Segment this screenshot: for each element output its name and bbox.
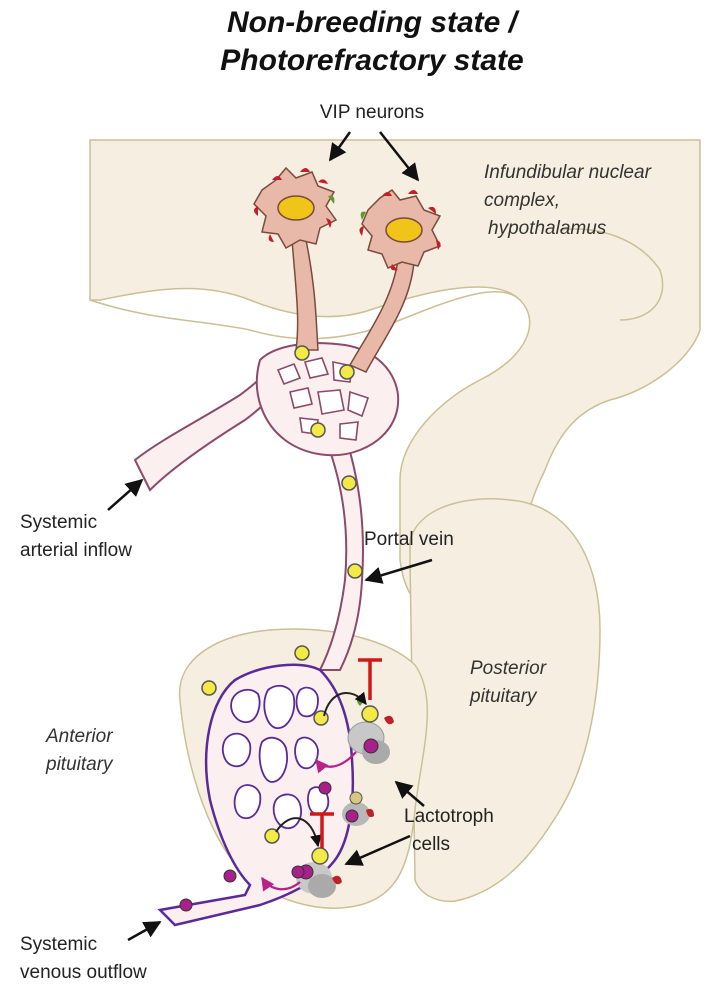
lactotroph-label-line2: cells <box>412 834 450 855</box>
posterior-pituitary-label-line2: pituitary <box>469 686 538 707</box>
hypothalamus-label-line1: Infundibular nuclear <box>484 162 652 183</box>
venous-outflow-arrow <box>128 922 160 940</box>
diagram-title-line1: Non-breeding state / <box>227 6 520 39</box>
lactotroph-label-line1: Lactotroph <box>404 806 494 827</box>
posterior-pituitary-label-line1: Posterior <box>470 658 547 679</box>
venous-outflow-label-line1: Systemic <box>20 934 97 955</box>
anterior-pituitary-label-line2: pituitary <box>45 754 114 775</box>
vip-neurons-label: VIP neurons <box>320 102 424 123</box>
hypothalamus-label-line3: hypothalamus <box>488 218 607 239</box>
hypothalamus-label-line2: complex, <box>484 190 560 211</box>
venous-outflow-label-line2: venous outflow <box>20 962 147 983</box>
nucleus-right <box>386 218 422 242</box>
portal-vein-label: Portal vein <box>364 529 454 550</box>
arterial-inflow-label-line2: arterial inflow <box>20 540 132 561</box>
nucleus-left <box>278 196 314 220</box>
arterial-inflow-arrow <box>108 480 142 510</box>
arterial-inflow-label-line1: Systemic <box>20 512 97 533</box>
diagram-title-line2: Photorefractory state <box>220 44 523 77</box>
anterior-pituitary-label-line1: Anterior <box>45 726 113 747</box>
